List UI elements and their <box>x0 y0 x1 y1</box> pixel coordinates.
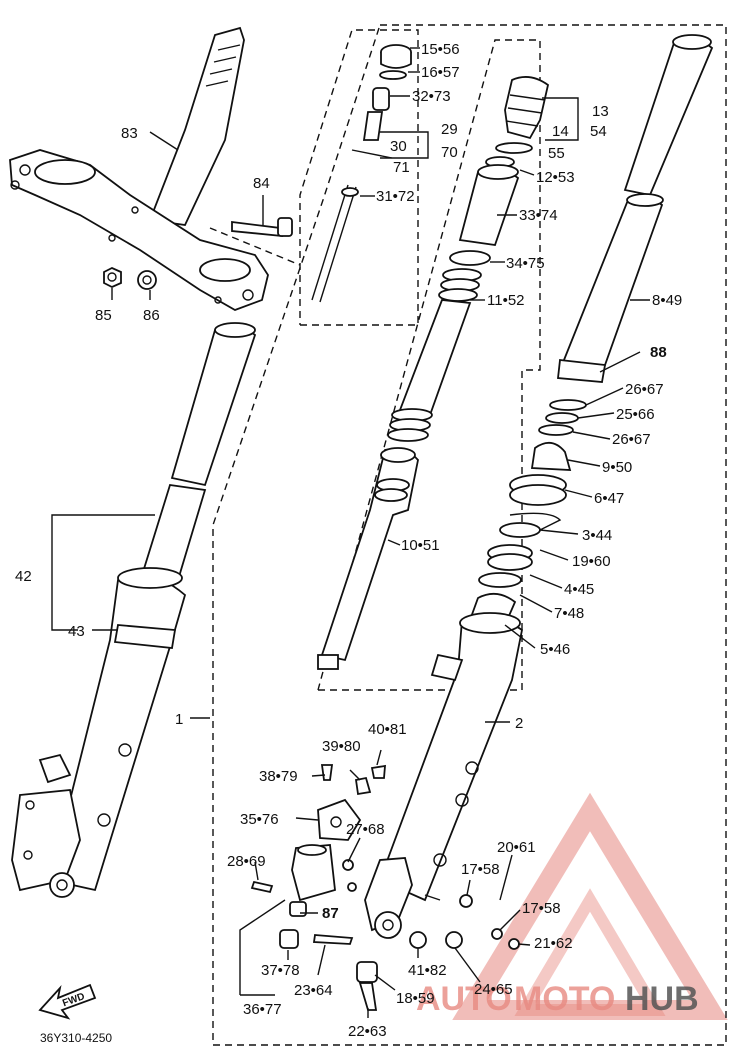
callout-labels: 83 84 85 86 42 43 1 2 15•56 16•57 32•73 … <box>15 41 682 1045</box>
callout-83: 83 <box>121 125 138 142</box>
callout-26-67-upper: 26•67 <box>625 381 664 398</box>
callout-4-45: 4•45 <box>564 581 594 598</box>
callout-9-50: 9•50 <box>602 459 632 476</box>
callout-27-68: 27•68 <box>346 821 385 838</box>
callout-33-74: 33•74 <box>519 207 558 224</box>
callout-87: 87 <box>322 905 339 922</box>
callout-18-59: 18•59 <box>396 990 435 1007</box>
group-boundaries <box>209 24 727 1046</box>
callout-24-65: 24•65 <box>474 981 513 998</box>
callout-35-76: 35•76 <box>240 811 279 828</box>
callout-17-58-upper: 17•58 <box>461 861 500 878</box>
callout-31-72: 31•72 <box>376 188 415 205</box>
callout-3-44: 3•44 <box>582 527 612 544</box>
callout-85: 85 <box>95 307 112 324</box>
damper-spring-column <box>311 44 550 670</box>
callout-88: 88 <box>650 344 667 361</box>
callout-36-77: 36•77 <box>243 1001 282 1018</box>
callout-41-82: 41•82 <box>408 962 447 979</box>
assembled-fork-leg <box>11 322 257 898</box>
callout-16-57: 16•57 <box>421 64 460 81</box>
watermark-auto: AUTO <box>416 980 512 1018</box>
callout-14: 14 <box>552 123 569 140</box>
callout-32-73: 32•73 <box>412 88 451 105</box>
callout-5-46: 5•46 <box>540 641 570 658</box>
callout-22-63: 22•63 <box>348 1023 387 1040</box>
callout-34-75: 34•75 <box>506 255 545 272</box>
callout-20-61: 20•61 <box>497 839 536 856</box>
callout-1: 1 <box>175 711 183 728</box>
callout-86: 86 <box>143 307 160 324</box>
callout-2: 2 <box>515 715 523 732</box>
callout-11-52: 11•52 <box>487 292 525 309</box>
steering-stem-assembly <box>9 26 293 311</box>
watermark-logo: AUTO MOTO HUB <box>416 792 728 1020</box>
callout-12-53: 12•53 <box>536 169 575 186</box>
callout-28-69: 28•69 <box>227 853 266 870</box>
callout-55: 55 <box>548 145 565 162</box>
callout-25-66: 25•66 <box>616 406 655 423</box>
callout-19-60: 19•60 <box>572 553 611 570</box>
callout-23-64: 23•64 <box>294 982 333 999</box>
callout-71: 71 <box>393 159 410 176</box>
callout-54: 54 <box>590 123 607 140</box>
callout-13: 13 <box>592 103 609 120</box>
callout-17-58-lower: 17•58 <box>522 900 561 917</box>
callout-6-47: 6•47 <box>594 490 624 507</box>
callout-21-62: 21•62 <box>534 935 573 952</box>
callout-30: 30 <box>390 138 407 155</box>
watermark-hub: HUB <box>625 980 699 1018</box>
watermark-moto: MOTO <box>514 980 615 1018</box>
forward-arrow-icon: FWD <box>38 983 97 1020</box>
callout-70: 70 <box>441 144 458 161</box>
callout-39-80: 39•80 <box>322 738 361 755</box>
callout-26-67-lower: 26•67 <box>612 431 651 448</box>
callout-42: 42 <box>15 568 32 585</box>
callout-10-51: 10•51 <box>401 537 440 554</box>
callout-40-81: 40•81 <box>368 721 407 738</box>
callout-38-79: 38•79 <box>259 768 298 785</box>
callout-8-49: 8•49 <box>652 292 682 309</box>
catalog-code: 36Y310-4250 <box>40 1031 112 1045</box>
callout-43: 43 <box>68 623 85 640</box>
callout-29: 29 <box>441 121 458 138</box>
callout-15-56: 15•56 <box>421 41 460 58</box>
callout-7-48: 7•48 <box>554 605 584 622</box>
callout-37-78: 37•78 <box>261 962 300 979</box>
leader-lines <box>51 47 650 1018</box>
callout-84: 84 <box>253 175 270 192</box>
outer-tube-assembly <box>250 612 523 1011</box>
